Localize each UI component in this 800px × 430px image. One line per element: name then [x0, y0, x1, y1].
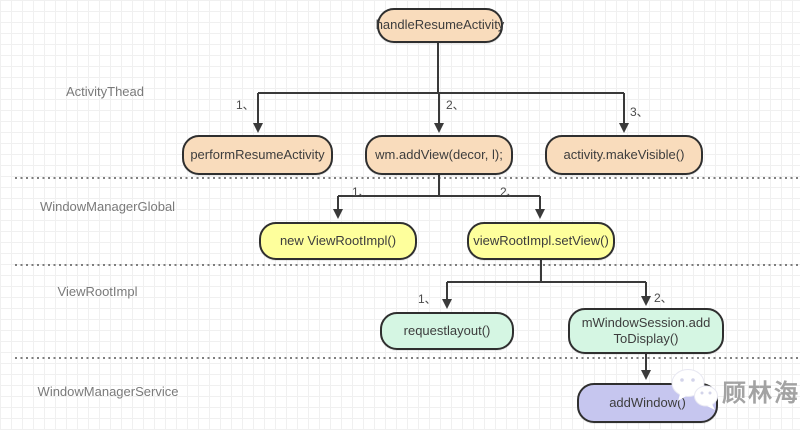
edge-label-2: 2、 — [446, 98, 465, 112]
edge-label-6: 1、 — [418, 292, 437, 306]
edge-label-4: 1、 — [352, 185, 371, 199]
edge-label-5: 2、 — [500, 185, 519, 199]
watermark: 顾林海 — [670, 366, 800, 414]
edge-label-7: 2、 — [654, 291, 673, 305]
node-mWindowSession-addToDisplay: mWindowSession.addToDisplay() — [568, 308, 724, 354]
edge-label-1: 1、 — [236, 98, 255, 112]
node-handleResumeActivity: handleResumeActivity — [376, 8, 504, 43]
node-new-ViewRootImpl: new ViewRootImpl() — [259, 222, 417, 260]
node-activity-makeVisible: activity.makeVisible() — [545, 135, 703, 175]
node-addWindow: addWindow() — [577, 383, 718, 423]
node-viewRootImpl-setView: viewRootImpl.setView() — [467, 222, 615, 260]
section-label-windowmanagerglobal: WindowManagerGlobal — [39, 199, 176, 214]
edge-label-3: 3、 — [630, 105, 649, 119]
node-wm-addView: wm.addView(decor, l); — [365, 135, 513, 175]
section-label-windowmanagerservice: WindowManagerService — [37, 384, 179, 399]
node-performResumeActivity: performResumeActivity — [182, 135, 333, 175]
section-label-activitythead: ActivityThead — [65, 84, 145, 99]
watermark-text: 顾林海 — [722, 379, 800, 407]
wechat-icon — [671, 369, 718, 410]
section-label-viewrootimpl: ViewRootImpl — [57, 284, 138, 299]
node-requestlayout: requestlayout() — [380, 312, 514, 350]
